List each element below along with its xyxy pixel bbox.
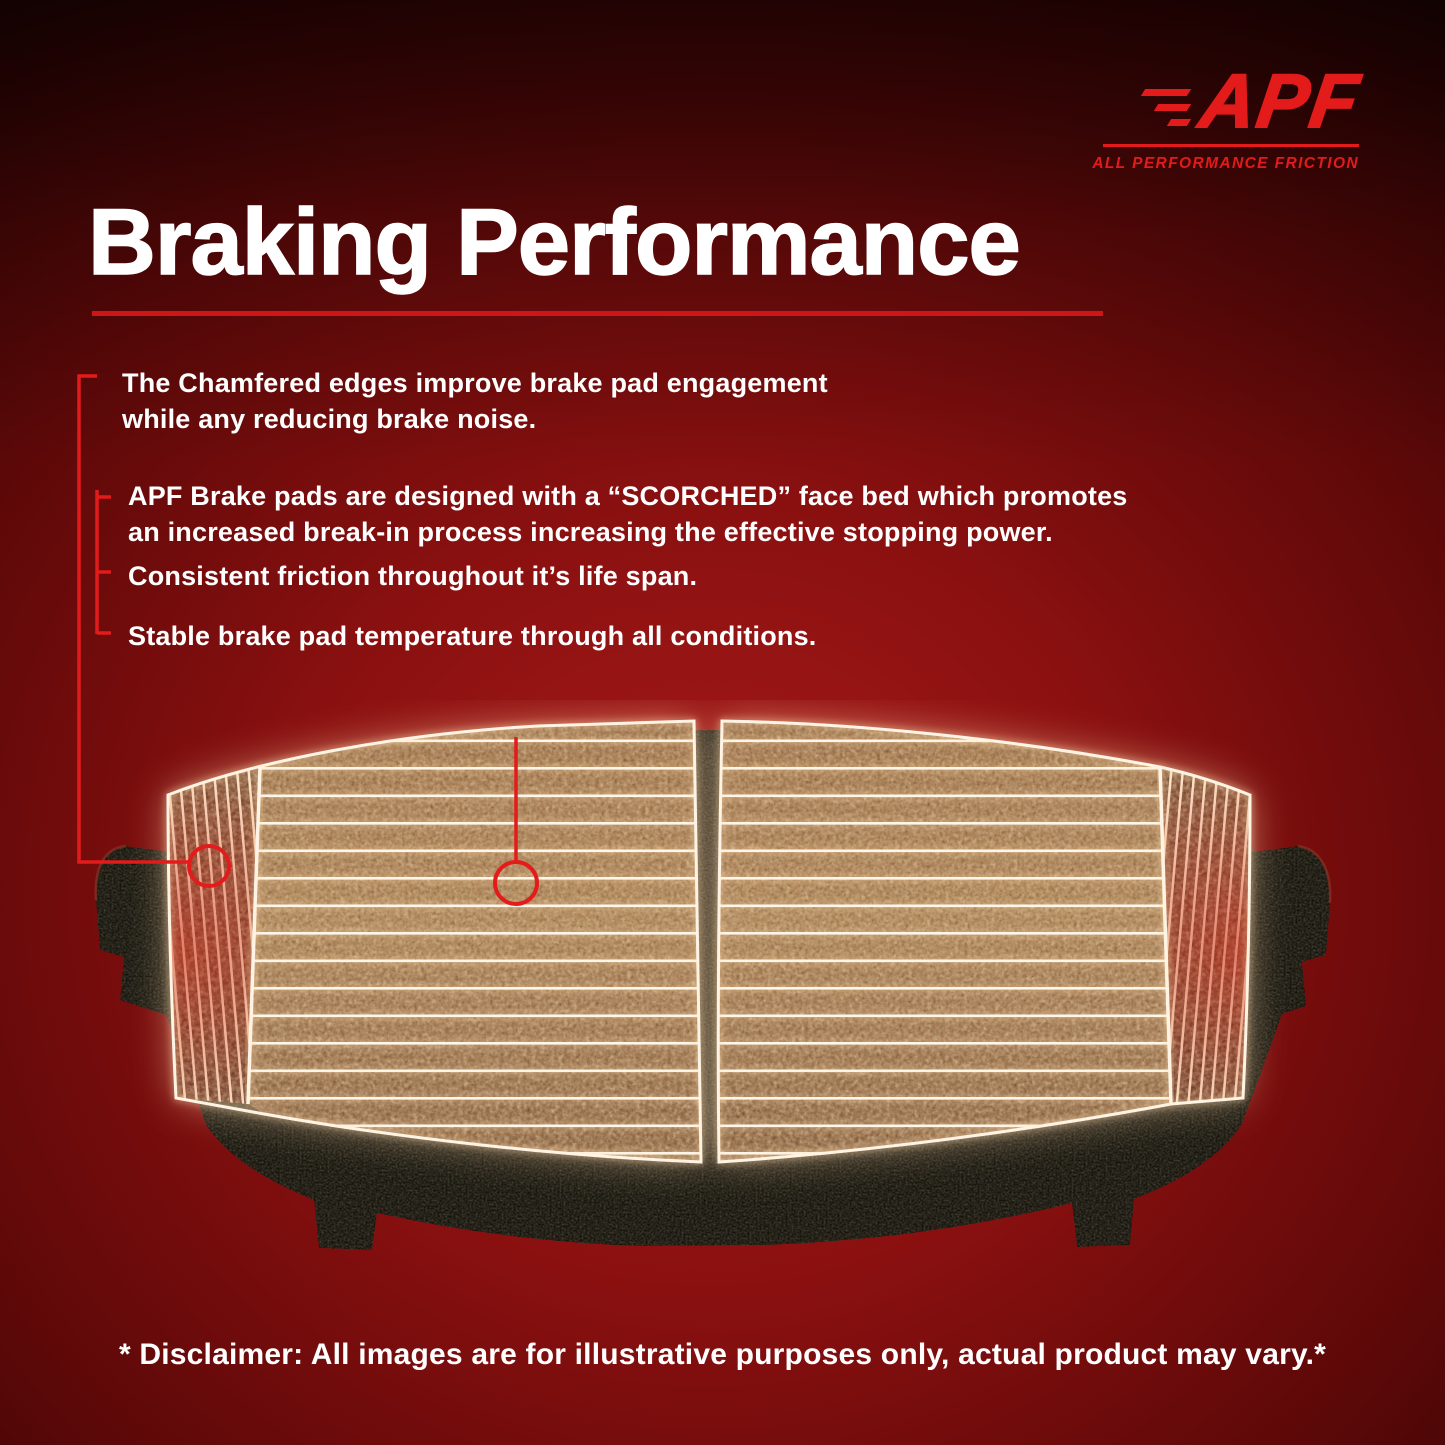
apf-logo: APF ALL PERFORMANCE FRICTION (1092, 58, 1366, 173)
logo-rule (1103, 144, 1359, 148)
logo-text: APF (1194, 58, 1366, 145)
left-pad-outline (166, 719, 703, 1164)
left-brake-pad (166, 719, 703, 1164)
title-underline (92, 311, 1103, 316)
speed-lines-icon (1140, 88, 1192, 126)
page-title: Braking Performance (87, 188, 1021, 295)
logo-tagline: ALL PERFORMANCE FRICTION (1092, 155, 1359, 173)
plate-right-rim-highlight (1297, 844, 1332, 904)
right-chamfer-boundary (1158, 766, 1173, 1105)
feature-chamfered-edges: The Chamfered edges improve brake pad en… (122, 368, 828, 434)
brake-pad-image (94, 719, 1332, 1250)
left-pad-friction-lines (248, 721, 701, 1162)
feature-scorched-face-bed: APF Brake pads are designed with a “SCOR… (128, 481, 1128, 547)
feature-stable-temperature: Stable brake pad temperature through all… (128, 621, 817, 651)
left-chamfer-boundary (246, 766, 262, 1105)
left-chamfer-red-tint (168, 767, 260, 1104)
disclaimer-text: * Disclaimer: All images are for illustr… (118, 1338, 1327, 1371)
right-chamfer-red-tint (1160, 767, 1250, 1104)
right-brake-pad (716, 719, 1252, 1164)
callout-bracket-features (95, 490, 111, 635)
right-pad-outline (716, 719, 1252, 1164)
feature-consistent-friction: Consistent friction throughout it’s life… (128, 561, 698, 591)
right-pad-friction-lines (718, 721, 1171, 1162)
